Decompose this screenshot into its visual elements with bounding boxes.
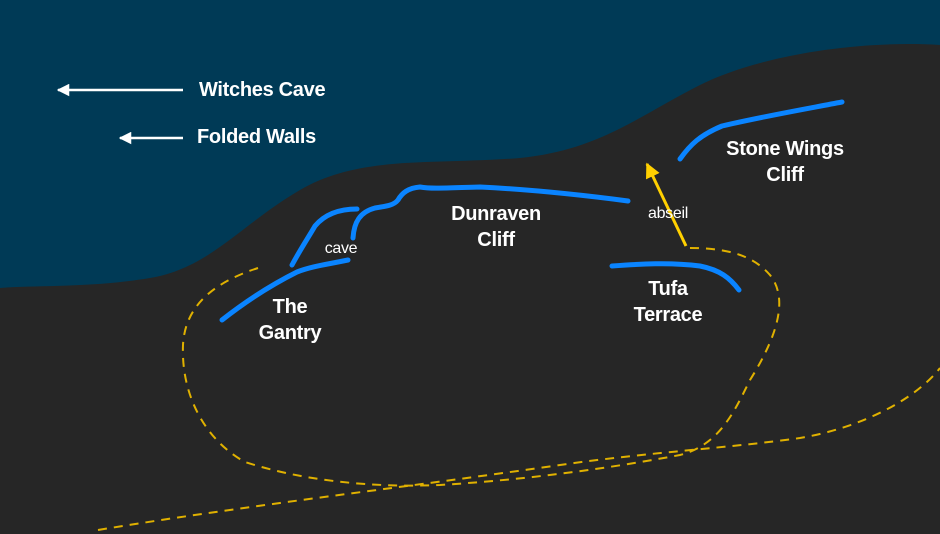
label-tufa-terrace: Tufa Terrace <box>618 276 718 328</box>
label-stone-wings-cliff: Stone Wings Cliff <box>715 136 855 188</box>
label-witches-cave: Witches Cave <box>199 79 326 101</box>
sea-area <box>0 0 940 288</box>
cliff-stone-wings <box>677 99 845 162</box>
label-folded-walls: Folded Walls <box>197 126 316 148</box>
label-tufa-terrace-line1: Tufa <box>648 278 688 300</box>
approach-paths <box>97 247 940 531</box>
cliff-lines <box>219 99 845 323</box>
cliff-tufa-terrace <box>609 261 742 293</box>
cliff-the-gantry <box>219 257 351 323</box>
arrow-abseil <box>645 162 688 247</box>
label-stone-wings-cliff-line1: Stone Wings <box>726 138 844 160</box>
label-tufa-terrace-line2: Terrace <box>633 304 703 326</box>
label-the-gantry-line1: The <box>272 296 308 318</box>
label-dunraven-cliff: Dunraven Cliff <box>436 201 556 253</box>
label-the-gantry-line2: Gantry <box>258 322 322 344</box>
label-stone-wings-cliff-line2: Cliff <box>766 164 804 186</box>
label-cave: cave <box>324 240 358 257</box>
cliff-dunraven <box>350 184 631 241</box>
path-to-road <box>97 367 940 531</box>
cliff-cave-upper <box>289 206 360 268</box>
label-dunraven-cliff-line1: Dunraven <box>451 203 541 225</box>
path-loop <box>181 247 781 487</box>
label-dunraven-cliff-line2: Cliff <box>477 229 515 251</box>
label-the-gantry: The Gantry <box>240 294 340 346</box>
label-abseil: abseil <box>647 205 688 222</box>
